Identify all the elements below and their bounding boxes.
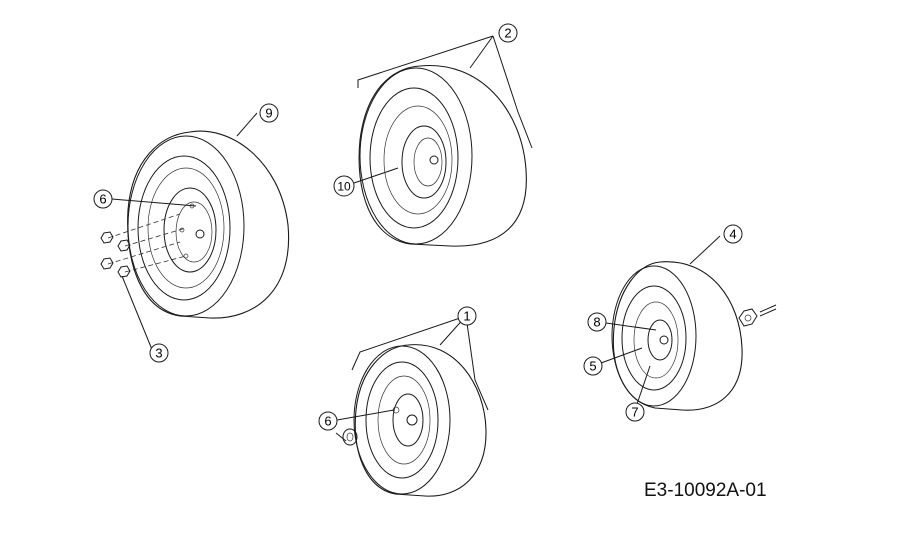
callout-9: 9 bbox=[259, 103, 279, 123]
callout-label-9: 9 bbox=[265, 106, 272, 121]
callout-8: 8 bbox=[587, 312, 607, 332]
callout-label-2: 2 bbox=[504, 26, 511, 41]
leader-lines bbox=[111, 112, 721, 421]
callout-label-7: 7 bbox=[631, 405, 638, 420]
callout-6-lower: 6 bbox=[318, 411, 338, 431]
callout-label-6-lower: 6 bbox=[324, 414, 331, 429]
callout-5: 5 bbox=[583, 356, 603, 376]
callout-label-4: 4 bbox=[729, 227, 736, 242]
callout-label-3: 3 bbox=[155, 346, 162, 361]
wheel-1 bbox=[335, 315, 489, 497]
callout-label-1: 1 bbox=[463, 309, 470, 324]
drawing-code: E3-10092A-01 bbox=[644, 480, 767, 501]
callout-label-6-upper: 6 bbox=[99, 192, 106, 207]
callout-label-8: 8 bbox=[593, 315, 600, 330]
callout-7: 7 bbox=[625, 402, 645, 422]
callout-10: 10 bbox=[333, 175, 355, 197]
wheel-9 bbox=[100, 130, 290, 319]
callout-2: 2 bbox=[498, 23, 518, 43]
callout-4: 4 bbox=[723, 224, 743, 244]
callout-label-10: 10 bbox=[337, 180, 351, 194]
callout-1: 1 bbox=[457, 306, 477, 326]
callout-3: 3 bbox=[149, 343, 169, 363]
callout-label-5: 5 bbox=[589, 359, 596, 374]
wheel-4 bbox=[611, 261, 777, 411]
callout-6-upper: 6 bbox=[93, 189, 113, 209]
wheel-2 bbox=[357, 35, 533, 247]
